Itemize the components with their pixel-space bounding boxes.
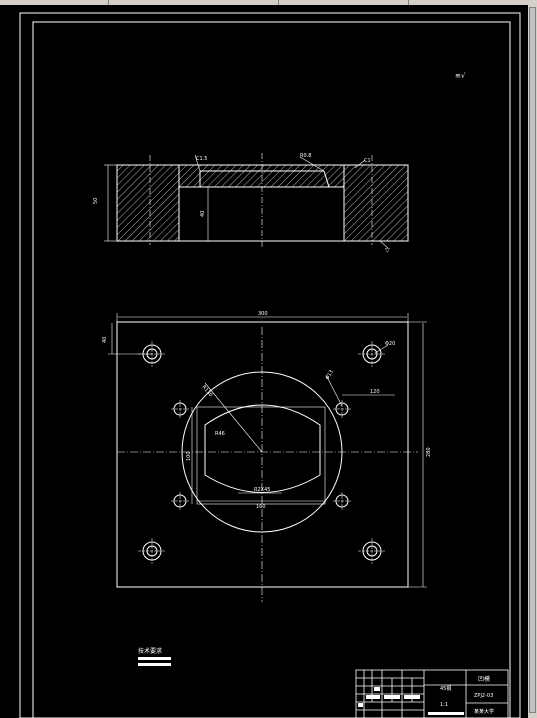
- vertical-scrollbar[interactable]: [528, 5, 537, 718]
- notes-line-1: [138, 657, 171, 660]
- large-bore-circle: [181, 371, 343, 533]
- toolbar-segment[interactable]: [108, 0, 279, 5]
- outer-frame: [19, 12, 521, 718]
- plate-width-dim: 300: [258, 311, 268, 317]
- inner-frame: [32, 21, 511, 718]
- section-bore: [178, 186, 345, 242]
- roughness-symbol: ≋√: [455, 72, 466, 80]
- title-block-material: 45钢: [440, 685, 451, 692]
- die-cavity: [204, 404, 321, 493]
- cad-drawing-canvas[interactable]: ≋√ 50 40 C1.5 R0.8 C1 ▽: [0, 5, 528, 718]
- small-hole-offset-label: 120: [370, 389, 380, 395]
- inner-height-dim: 100: [186, 451, 192, 461]
- section-height-dim: 50: [93, 198, 99, 204]
- hole-offset-dim: 40: [102, 337, 108, 343]
- toolbar-segment[interactable]: [0, 0, 109, 5]
- title-block-fills: [358, 687, 464, 715]
- inner-width-dim: 160: [256, 504, 266, 510]
- chamfer-right-label: C1: [364, 158, 371, 164]
- toolbar-segment[interactable]: [278, 0, 409, 5]
- section-view: [104, 153, 409, 249]
- plan-view: [108, 313, 427, 602]
- notes-heading: 技术要求: [138, 647, 162, 655]
- title-block-company: 某某大学: [474, 708, 494, 715]
- leader-top-label: R0.8: [300, 153, 311, 159]
- bore-radius-label: R46: [215, 431, 225, 437]
- notes-line-2: [138, 663, 171, 666]
- plate-outline: [116, 321, 409, 588]
- chamfer-left-label: C1.5: [196, 156, 207, 162]
- window-menu-bar: [0, 0, 537, 5]
- plate-height-dim: 280: [426, 447, 432, 457]
- title-block-scale: 1:1: [440, 702, 448, 708]
- section-hatch-right: [343, 164, 409, 242]
- bore-depth-dim: 40: [200, 211, 206, 217]
- small-hole-diameter-label: Φ13: [325, 369, 335, 381]
- section-hatch-left: [116, 164, 180, 242]
- inner-chamfer-label: R2X45: [254, 487, 270, 493]
- large-radius-label: R130: [200, 384, 213, 398]
- surface-mark: ▽: [385, 247, 390, 254]
- scrollbar-thumb[interactable]: [529, 7, 536, 713]
- title-block-drawing-no: ZPJ2-03: [474, 693, 493, 699]
- technical-notes: 技术要求: [138, 647, 171, 666]
- title-block-part-name: 凹模: [478, 675, 490, 683]
- hole-diameter-label: Φ20: [385, 341, 395, 347]
